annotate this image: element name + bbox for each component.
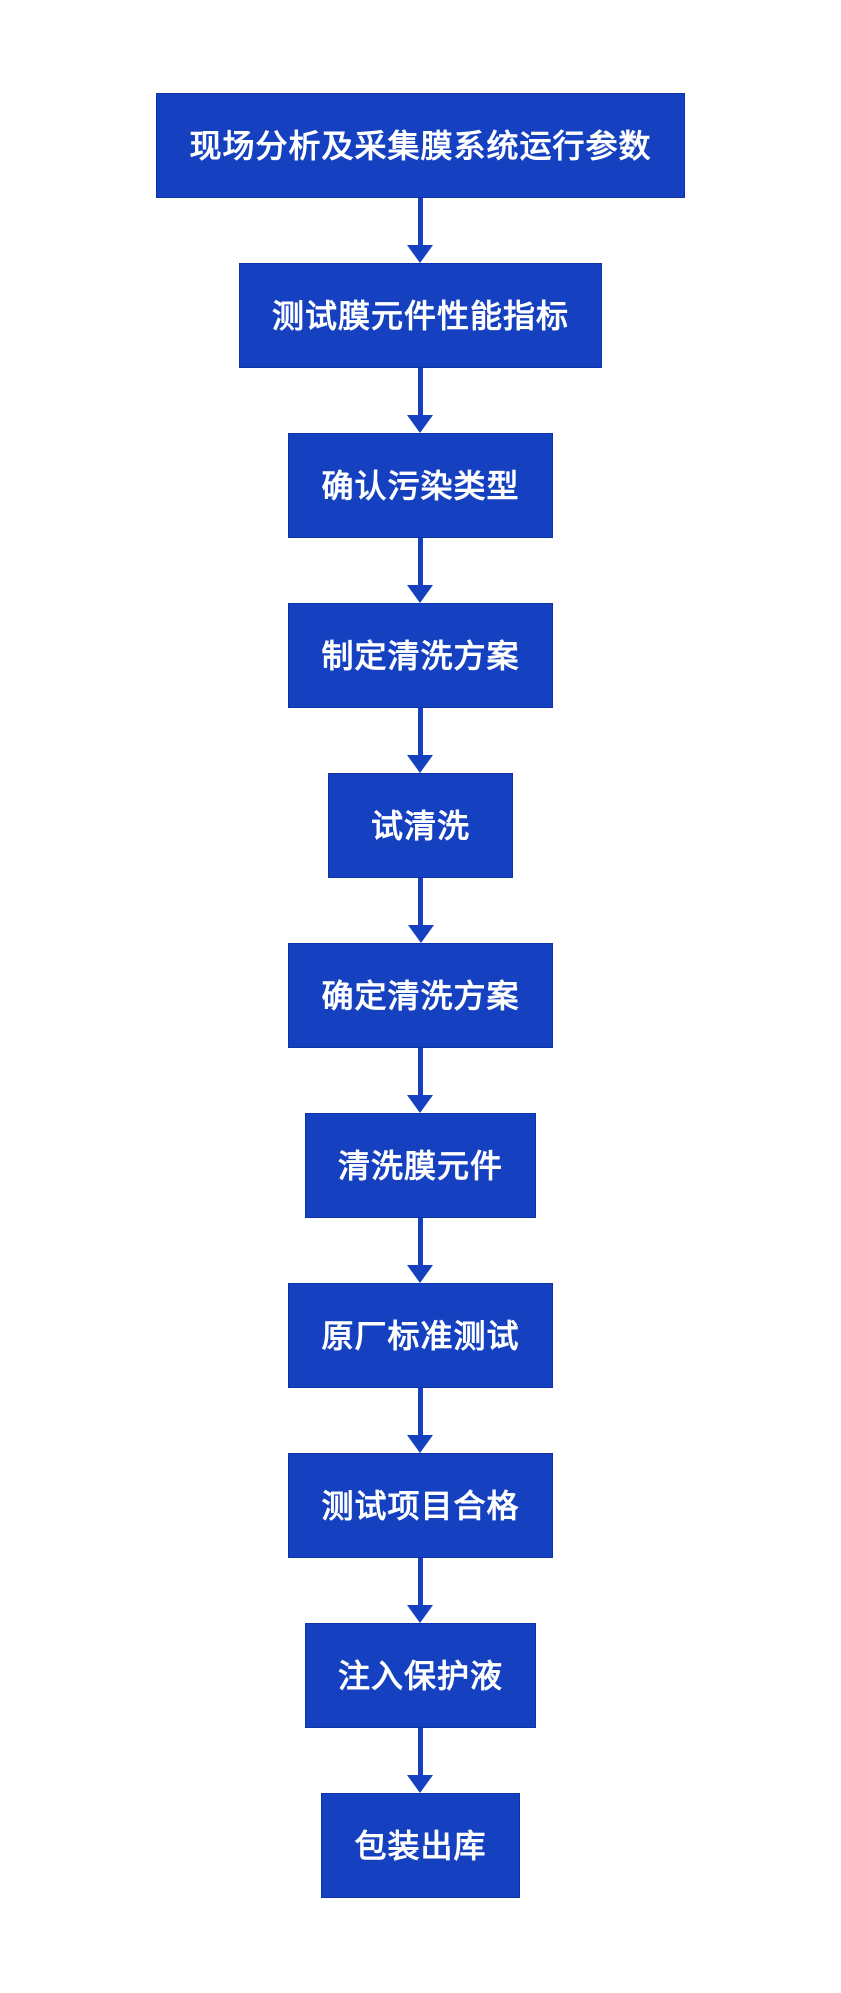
flow-step: 确定清洗方案 [288,943,553,1113]
flow-step-box: 清洗膜元件 [304,1113,536,1218]
flow-step: 测试项目合格 [288,1453,553,1623]
arrow-head [407,1775,434,1793]
flow-step-label: 清洗膜元件 [337,1147,503,1184]
arrow-down-icon [407,1048,434,1113]
arrow-shaft [417,368,423,415]
arrow-shaft [417,1558,423,1605]
arrow-shaft [417,1218,423,1265]
flow-step-label: 确认污染类型 [321,467,520,504]
arrow-shaft [417,1388,423,1435]
arrow-head [407,1605,434,1623]
arrow-head [407,1265,434,1283]
arrow-down-icon [407,1388,434,1453]
flow-step-box: 制定清洗方案 [288,603,553,708]
flow-step-label: 试清洗 [370,807,470,844]
arrow-down-icon [407,1558,434,1623]
arrow-down-icon [407,1728,434,1793]
arrow-head [407,1095,434,1113]
arrow-down-icon [407,368,434,433]
flow-step-box: 注入保护液 [304,1623,536,1728]
arrow-head [407,755,434,773]
arrow-down-icon [407,878,434,943]
flow-step-box: 确定清洗方案 [288,943,553,1048]
flow-step-box: 包装出库 [321,1793,520,1898]
flow-step-label: 包装出库 [354,1827,487,1864]
flow-step-box: 试清洗 [328,773,513,878]
arrow-down-icon [407,538,434,603]
flow-step: 包装出库 [321,1793,520,1898]
flow-step-label: 注入保护液 [337,1657,503,1694]
arrow-down-icon [407,198,434,263]
arrow-shaft [417,1728,423,1775]
flow-step: 测试膜元件性能指标 [238,263,602,433]
flow-step-label: 现场分析及采集膜系统运行参数 [189,127,652,164]
flow-step-label: 原厂标准测试 [321,1317,520,1354]
arrow-shaft [417,198,423,245]
flow-step: 原厂标准测试 [288,1283,553,1453]
flow-step: 清洗膜元件 [304,1113,536,1283]
arrow-head [407,585,434,603]
arrow-head [407,415,434,433]
arrow-down-icon [407,1218,434,1283]
arrow-head [407,245,434,263]
flow-step-box: 确认污染类型 [288,433,553,538]
flow-step: 制定清洗方案 [288,603,553,773]
arrow-head [407,925,434,943]
arrow-head [407,1435,434,1453]
arrow-shaft [417,538,423,585]
flow-step-box: 测试膜元件性能指标 [238,263,602,368]
flow-step-label: 测试项目合格 [321,1487,520,1524]
flow-step: 确认污染类型 [288,433,553,603]
flow-step: 试清洗 [328,773,513,943]
flow-step-label: 测试膜元件性能指标 [271,297,569,334]
flow-step-box: 现场分析及采集膜系统运行参数 [156,93,685,198]
flow-step: 注入保护液 [304,1623,536,1793]
flow-step-label: 确定清洗方案 [321,977,520,1014]
flow-step-box: 测试项目合格 [288,1453,553,1558]
arrow-shaft [418,878,423,925]
flow-step: 现场分析及采集膜系统运行参数 [156,93,685,263]
flow-step-box: 原厂标准测试 [288,1283,553,1388]
arrow-shaft [417,708,423,755]
arrow-down-icon [407,708,434,773]
arrow-shaft [417,1048,423,1095]
flow-step-label: 制定清洗方案 [321,637,520,674]
